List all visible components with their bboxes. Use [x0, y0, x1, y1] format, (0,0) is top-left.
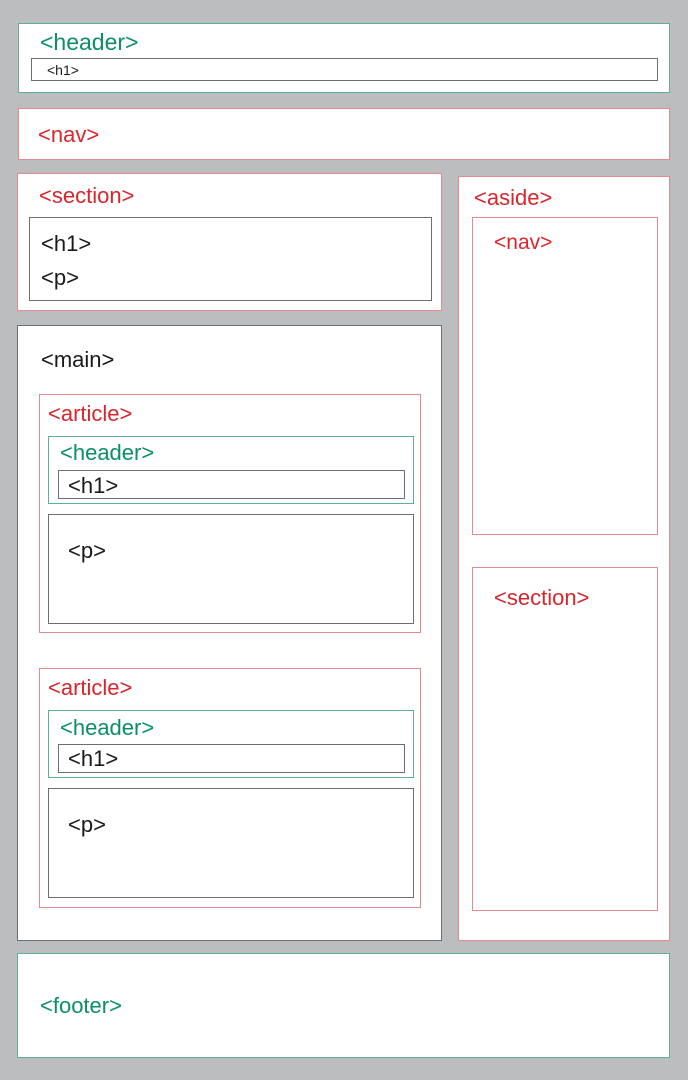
nav-box: <nav>	[18, 108, 670, 160]
article-header-label: <header>	[60, 440, 155, 465]
article-label: <article>	[48, 675, 133, 700]
main-box: <main> <article> <header> <h1> <p> <arti…	[17, 325, 442, 941]
top-section-box: <section> <h1> <p>	[17, 173, 442, 311]
article-h1-box: <h1>	[58, 744, 405, 773]
article-box: <article> <header> <h1> <p>	[39, 394, 421, 633]
article-header-box: <header> <h1>	[48, 436, 414, 504]
article-header-label: <header>	[60, 715, 155, 740]
page-header-h1-label: <h1>	[47, 62, 79, 78]
article-p-label: <p>	[68, 812, 106, 837]
article-p-box: <p>	[48, 514, 414, 624]
top-section-p-label: <p>	[41, 265, 79, 290]
article-h1-label: <h1>	[68, 473, 119, 498]
article-p-box: <p>	[48, 788, 414, 898]
top-section-content-box: <h1> <p>	[29, 217, 432, 301]
main-label: <main>	[41, 347, 115, 372]
page-header-box: <header> <h1>	[18, 23, 670, 93]
nav-label: <nav>	[38, 122, 100, 147]
article-box: <article> <header> <h1> <p>	[39, 668, 421, 908]
page-header-h1-box: <h1>	[31, 58, 658, 81]
article-h1-box: <h1>	[58, 470, 405, 499]
article-p-label: <p>	[68, 538, 106, 563]
article-header-box: <header> <h1>	[48, 710, 414, 778]
article-label: <article>	[48, 401, 133, 426]
page-header-label: <header>	[40, 29, 139, 55]
aside-section-label: <section>	[494, 585, 590, 610]
top-section-h1-label: <h1>	[41, 231, 92, 256]
aside-nav-label: <nav>	[494, 231, 553, 254]
aside-label: <aside>	[474, 185, 553, 210]
article-h1-label: <h1>	[68, 746, 119, 771]
aside-box: <aside> <nav> <section>	[458, 176, 670, 941]
footer-label: <footer>	[40, 993, 122, 1018]
aside-nav-box: <nav>	[472, 217, 658, 535]
aside-section-box: <section>	[472, 567, 658, 911]
top-section-label: <section>	[39, 183, 135, 208]
footer-box: <footer>	[17, 953, 670, 1058]
